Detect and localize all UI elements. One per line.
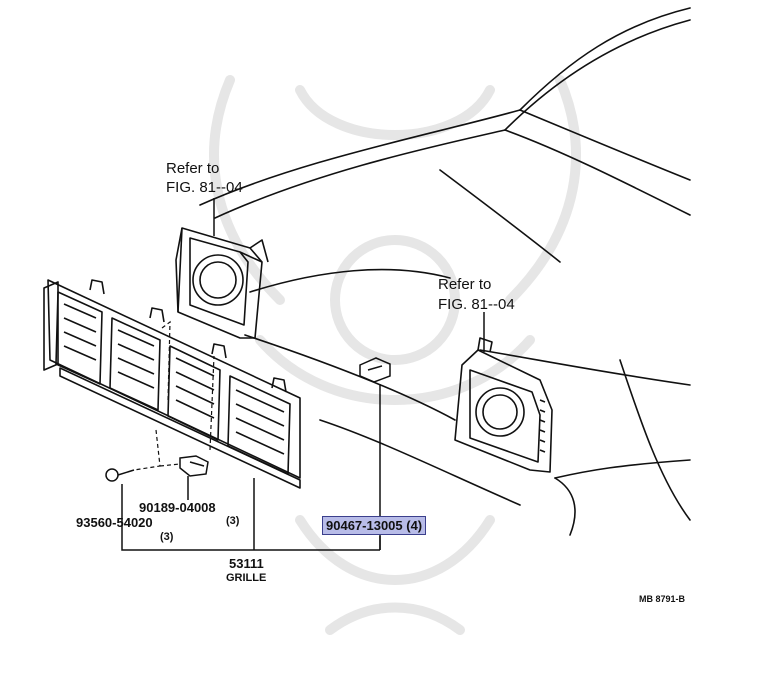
- right-reference-line1: Refer to: [438, 276, 492, 293]
- diagram-id: MB 8791-B: [639, 594, 686, 604]
- car-body: [199, 7, 691, 536]
- grille-part-number: 53111: [229, 556, 264, 571]
- watermark-emblem: [209, 75, 581, 635]
- right-reference-line2: FIG. 81--04: [438, 296, 515, 313]
- mounting-lines: [133, 320, 215, 471]
- grille-name: GRILLE: [226, 572, 267, 584]
- screw-quantity: (3): [160, 531, 174, 543]
- clip-quantity: (3): [226, 515, 240, 527]
- left-reference-line2: FIG. 81--04: [166, 179, 243, 196]
- retainer-clip: [359, 357, 391, 383]
- grille-screw: [105, 468, 135, 482]
- right-headlamp-housing: [454, 337, 553, 473]
- retainer-part-number[interactable]: 90467-13005 (4): [322, 516, 427, 535]
- grille-assembly: [43, 279, 301, 489]
- screw-part-number: 93560-54020: [76, 515, 153, 530]
- grille-clip: [179, 455, 209, 477]
- left-reference-line1: Refer to: [166, 160, 220, 177]
- clip-part-number: 90189-04008: [139, 500, 216, 515]
- left-headlamp-housing: [175, 227, 269, 339]
